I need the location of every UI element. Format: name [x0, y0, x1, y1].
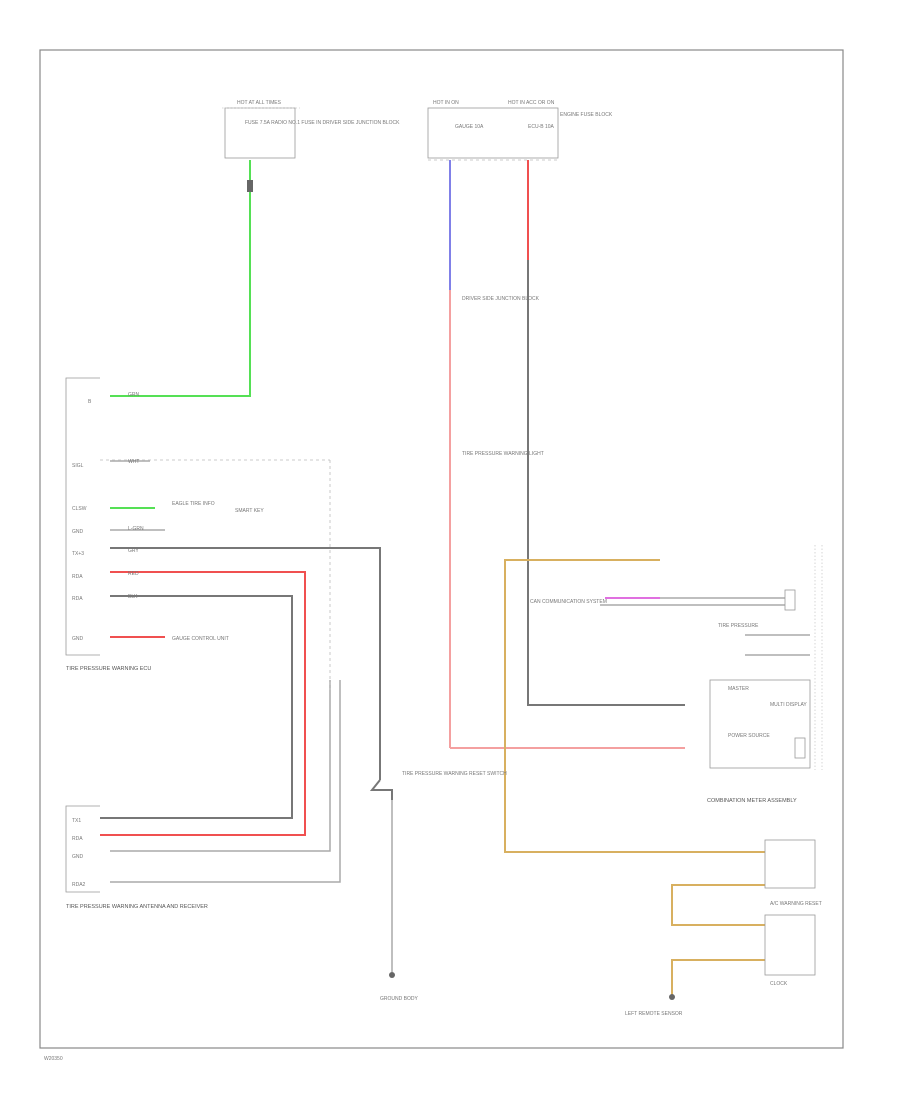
rx-pin-3: GND [72, 854, 84, 860]
side-label-1: EAGLE TIRE INFO [172, 501, 215, 507]
ecu-pin-1: B [88, 399, 92, 405]
fuse-right-header-left: HOT IN ON [433, 100, 459, 106]
right-bottom-modules: A/C WARNING RESET CLOCK LEFT REMOTE SENS… [625, 839, 822, 1017]
wire-red-ecu [100, 571, 306, 836]
ground-point [389, 972, 395, 978]
fuse-left-label: FUSE 7.5A RADIO NO.1 FUSE IN DRIVER SIDE… [245, 120, 400, 126]
wire-label-3: L-GRN [128, 526, 144, 532]
wire-label-2: WHT [128, 459, 139, 465]
rx-pin-2: RDA [72, 836, 83, 842]
wire-label-5: RED [128, 571, 139, 577]
ecu-pin-8: GND [72, 636, 84, 642]
side-label-3: GAUGE CONTROL UNIT [172, 636, 229, 642]
engine-fuse-block-label: ENGINE FUSE BLOCK [560, 112, 613, 118]
wire-black-ecu [100, 595, 293, 819]
rx-pin-4: RDA2 [72, 882, 86, 888]
rb-label-3: LEFT REMOTE SENSOR [625, 1011, 683, 1017]
fuse-block-right: HOT IN ON HOT IN ACC OR ON GAUGE 10A ECU… [427, 100, 613, 161]
ecu-pin-2: SIGL [72, 463, 84, 469]
diagram-frame [39, 49, 844, 1049]
fuse-block-left: HOT AT ALL TIMES FUSE 7.5A RADIO NO.1 FU… [222, 100, 400, 159]
wire-green [110, 160, 251, 397]
fuse-right-label-right: ECU-B 10A [528, 124, 555, 130]
ecu-pin-7: RDA [72, 596, 83, 602]
combination-meter: CAN COMMUNICATION SYSTEM TIRE PRESSURE M… [530, 545, 823, 804]
wire-dark [527, 260, 685, 706]
fuse-right-label-left: GAUGE 10A [455, 124, 484, 130]
footer-code: W20350 [44, 1056, 63, 1062]
meter-item-2: TIRE PRESSURE [718, 623, 759, 629]
rb-label-2: CLOCK [770, 981, 788, 987]
ground-label: GROUND BODY [380, 996, 418, 1002]
rx-pin-1: TX1 [72, 818, 81, 824]
fuse-left-header: HOT AT ALL TIMES [237, 100, 282, 106]
ground-point-right [669, 994, 675, 1000]
connector-pin [247, 180, 253, 192]
reset-switch [369, 779, 393, 800]
left-ecu: B SIGL CLSW GND TX+3 RDA RDA GND GRN WHT… [65, 377, 331, 690]
wire-label-6: BLK [128, 594, 138, 600]
rb-label-1: A/C WARNING RESET [770, 901, 822, 907]
meter-item-4: MULTI DISPLAY [770, 702, 807, 708]
meter-item-5: POWER SOURCE [728, 733, 770, 739]
wire-ecu-lower [110, 680, 331, 852]
side-label-5: DRIVER SIDE JUNCTION BLOCK [462, 296, 540, 302]
wire-yellow [504, 559, 765, 853]
left-ecu-label: TIRE PRESSURE WARNING ECU [66, 666, 151, 672]
wire-label-4: GRY [128, 548, 139, 554]
wire-ecu-lower-2 [110, 680, 341, 883]
meter-item-1: CAN COMMUNICATION SYSTEM [530, 599, 607, 605]
side-label-6: TIRE PRESSURE WARNING LIGHT [462, 451, 544, 457]
wire-yellow-ground [671, 959, 765, 995]
ecu-pin-3: CLSW [72, 506, 87, 512]
receiver-box: TX1 RDA GND RDA2 TIRE PRESSURE WARNING A… [65, 805, 208, 910]
wire-grey-ecu [110, 547, 381, 780]
fuse-right-header-right: HOT IN ACC OR ON [508, 100, 555, 106]
wire-yellow-lower [671, 884, 765, 926]
meter-item-3: MASTER [728, 686, 749, 692]
ecu-pin-6: RDA [72, 574, 83, 580]
wire-label-1: GRN [128, 392, 140, 398]
receiver-label: TIRE PRESSURE WARNING ANTENNA AND RECEIV… [66, 904, 208, 910]
side-label-2: SMART KEY [235, 508, 264, 514]
ecu-pin-4: GND [72, 529, 84, 535]
side-label-4: TIRE PRESSURE WARNING RESET SWITCH [402, 771, 507, 777]
ecu-pin-5: TX+3 [72, 551, 84, 557]
meter-label: COMBINATION METER ASSEMBLY [707, 798, 797, 804]
